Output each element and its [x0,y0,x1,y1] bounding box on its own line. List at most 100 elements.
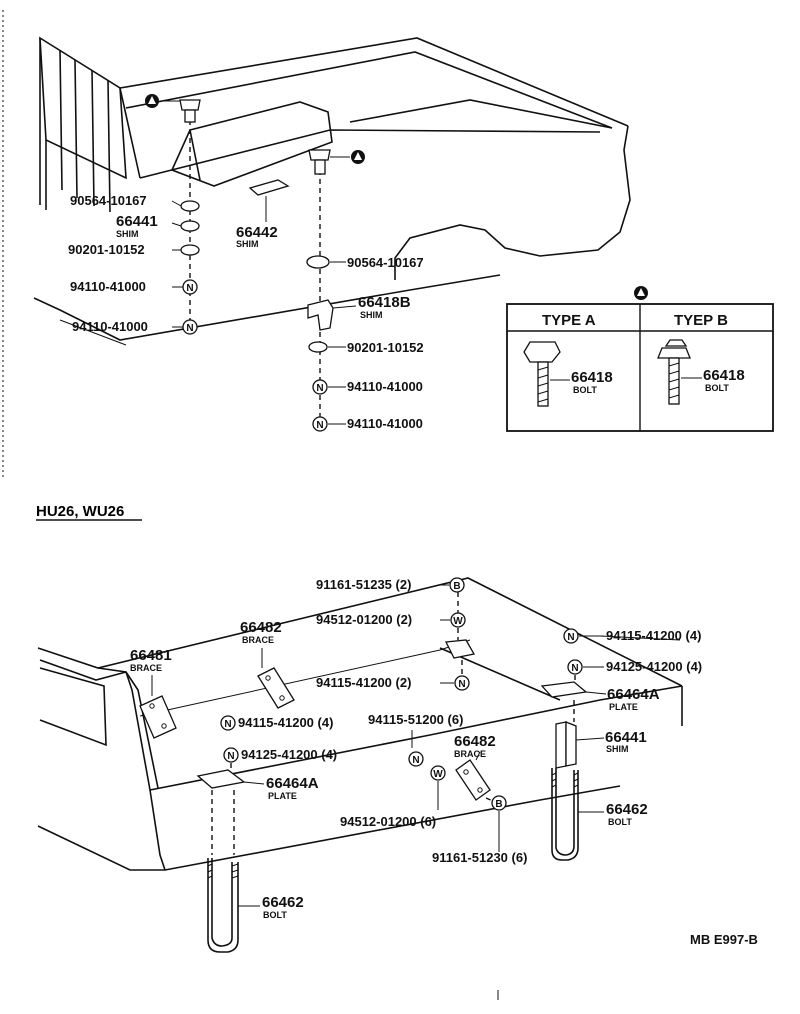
svg-text:66481: 66481 [130,647,172,664]
svg-text:N: N [224,719,231,730]
svg-text:66418: 66418 [571,369,613,386]
callout-94110-41000-d: 94110-41000 [347,416,423,431]
svg-text:N: N [227,751,234,762]
figure-code: MB E997-B [690,932,758,947]
svg-text:66464A: 66464A [266,775,319,792]
svg-text:SHIM: SHIM [116,229,139,239]
svg-text:94115-41200 (4): 94115-41200 (4) [606,628,701,643]
left-nut-column: N N [220,715,239,772]
bolt-b-icon [491,795,507,811]
nut-n-icon [563,628,579,644]
svg-text:SHIM: SHIM [606,744,629,754]
nut-n-icon [454,675,470,691]
svg-text:94125-41200 (4): 94125-41200 (4) [241,747,337,762]
svg-text:N: N [412,755,419,766]
svg-text:66442: 66442 [236,224,278,241]
callout-94110-41000-a: 94110-41000 [70,279,146,294]
brace-66482-top [257,648,295,709]
svg-text:66482: 66482 [240,619,282,636]
svg-text:N: N [458,679,465,690]
svg-text:66418: 66418 [703,367,745,384]
type-a-bolt-icon [523,341,561,407]
shim-66441 [555,700,605,769]
nut-n-icon [220,715,236,731]
callout-94110-41000-c: 94110-41000 [347,379,423,394]
section-title: HU26, WU26 [36,503,124,520]
washer-icon [180,200,200,212]
svg-text:A: A [637,289,644,300]
center-top-fasteners: B W N [440,577,470,691]
svg-text:W: W [453,616,463,627]
callout-94512-01200-2: 94512-01200 (2) [316,612,412,627]
brace-66481 [139,675,177,739]
svg-text:BOLT: BOLT [705,383,729,393]
wheel-housing [170,101,333,187]
triangle-a-icon [148,96,156,104]
svg-text:B: B [495,799,502,810]
callout-90201-10152-r: 90201-10152 [347,340,424,355]
washer-icon [306,255,330,269]
svg-text:BOLT: BOLT [608,817,632,827]
bolt-icon [308,149,331,161]
truck-bed-lower [37,577,683,871]
type-a-header: TYPE A [542,312,596,329]
shim-66442: 66442 SHIM [236,179,290,249]
svg-text:94115-41200 (4): 94115-41200 (4) [238,715,333,730]
bed-rail-far [119,37,629,127]
svg-text:BOLT: BOLT [573,385,597,395]
truck-bed-upper [33,36,631,346]
nut-n-icon [312,379,328,395]
svg-text:66462: 66462 [262,894,304,911]
svg-text:BRACE: BRACE [454,749,486,759]
svg-text:66482: 66482 [454,733,496,750]
svg-text:SHIM: SHIM [236,239,259,249]
callout-91161-51235: 91161-51235 (2) [316,577,411,592]
svg-text:94512-01200 (6): 94512-01200 (6) [340,814,436,829]
callout-94115-41200-2: 94115-41200 (2) [316,675,411,690]
washer-w-icon [430,765,446,781]
callout-94110-41000-b: 94110-41000 [72,319,148,334]
center-bracket [444,639,476,659]
u-bolt-right [551,768,604,861]
right-fastener-stack: N N [306,149,365,432]
svg-text:66464A: 66464A [607,686,660,703]
bolt-type-table: A TYPE A TYEP B 66418 BOLT 66418 BOLT [506,286,774,432]
brace-66482-lower [455,759,491,801]
svg-text:W: W [433,769,443,780]
svg-text:N: N [316,383,323,394]
callout-90564-10167: 90564-10167 [70,193,147,208]
svg-text:SHIM: SHIM [360,310,383,320]
callout-90201-10152: 90201-10152 [68,242,145,257]
svg-text:PLATE: PLATE [268,791,297,801]
nut-n-icon [408,751,424,767]
svg-text:66441: 66441 [605,729,647,746]
shim-66418b [307,299,334,331]
svg-text:BRACE: BRACE [242,635,274,645]
svg-text:94125-41200 (4): 94125-41200 (4) [606,659,702,674]
callout-66441: 66441 [116,213,158,230]
svg-text:N: N [567,632,574,643]
bolt-icon [179,99,201,123]
u-bolt-left [207,790,260,953]
callout-66418b: 66418B [358,294,411,311]
right-nut-column: N N [563,628,681,688]
svg-text:94115-51200 (6): 94115-51200 (6) [368,712,463,727]
svg-text:N: N [186,283,193,294]
center-lower-fasteners: N W B [408,730,507,852]
svg-text:N: N [316,420,323,431]
svg-text:N: N [186,323,193,334]
bed-side-near [33,289,411,341]
svg-text:BRACE: BRACE [130,663,162,673]
washer-w-icon [450,612,466,628]
type-b-header: TYEP B [674,312,728,329]
bolt-b-icon [449,577,465,593]
type-b-bolt-icon [657,339,691,405]
svg-text:N: N [571,663,578,674]
triangle-a-icon [637,288,645,296]
triangle-a-icon [354,152,362,160]
bed-side-far [394,125,631,280]
svg-text:91161-51230 (6): 91161-51230 (6) [432,850,527,865]
svg-text:PLATE: PLATE [609,702,638,712]
svg-text:B: B [453,581,460,592]
